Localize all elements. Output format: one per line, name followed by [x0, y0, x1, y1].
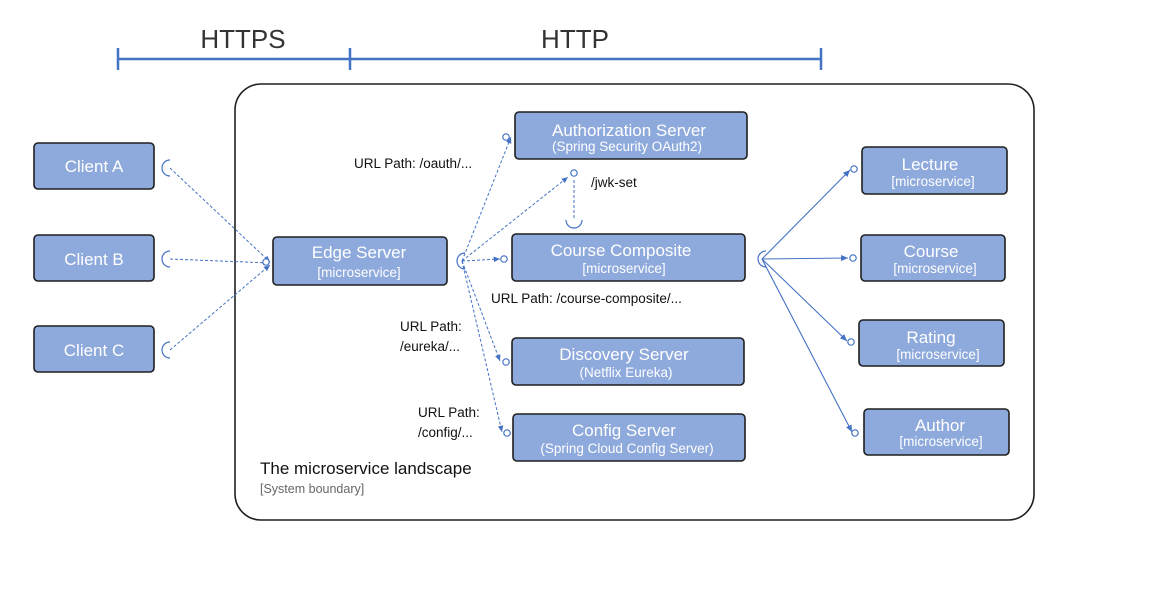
landscape-subtitle: [System boundary]: [260, 482, 364, 496]
client-b-box[interactable]: Client B: [33, 234, 155, 282]
http-label: HTTP: [541, 24, 609, 54]
client-a-box[interactable]: Client A: [33, 142, 155, 190]
system-boundary: [234, 83, 1035, 521]
client-c-label: Client C: [64, 341, 124, 360]
rating-service-title: Rating: [906, 328, 955, 347]
composite-socket: [757, 250, 767, 268]
edge-to-jwk-connection: [461, 176, 569, 262]
edge-server-socket: [456, 252, 466, 270]
composite-to-lecture-connection: [761, 169, 851, 260]
edge-to-config-connection: [461, 260, 504, 433]
client-c-socket: [161, 341, 171, 359]
composite-jwk-socket: [565, 219, 583, 229]
authorization-server-box[interactable]: Authorization Server (Spring Security OA…: [514, 111, 748, 160]
edge-to-discovery-connection: [461, 260, 501, 362]
authorization-server-title: Authorization Server: [552, 121, 706, 140]
course-service-title: Course: [904, 242, 959, 261]
eureka-path-label-line2: /eureka/...: [400, 339, 460, 354]
edge-to-auth-connection: [461, 136, 512, 262]
client-a-label: Client A: [65, 157, 124, 176]
client-a-connection: [169, 167, 271, 263]
client-c-box[interactable]: Client C: [33, 325, 155, 373]
edge-server-interface: [262, 258, 270, 266]
author-service-title: Author: [915, 416, 965, 435]
author-interface: [851, 429, 859, 437]
config-server-title: Config Server: [572, 421, 676, 440]
composite-to-author-connection: [761, 258, 853, 433]
discovery-server-box[interactable]: Discovery Server (Netflix Eureka): [511, 337, 745, 386]
protocol-scale: HTTPS HTTP: [116, 24, 823, 70]
rating-service-box[interactable]: Rating [microservice]: [858, 319, 1005, 367]
edge-server-title: Edge Server: [312, 243, 407, 262]
author-service-subtitle: [microservice]: [899, 434, 982, 449]
rating-service-subtitle: [microservice]: [896, 347, 979, 362]
discovery-interface: [502, 358, 510, 366]
lecture-interface: [850, 165, 858, 173]
discovery-server-subtitle: (Netflix Eureka): [579, 365, 672, 380]
edge-to-composite-connection: [461, 256, 501, 263]
client-b-socket: [161, 250, 171, 268]
author-service-box[interactable]: Author [microservice]: [863, 408, 1010, 456]
lecture-service-subtitle: [microservice]: [891, 174, 974, 189]
connections: [169, 136, 853, 433]
rating-interface: [847, 338, 855, 346]
interface-symbols: [161, 133, 859, 437]
oauth-path-label: URL Path: /oauth/...: [354, 156, 472, 171]
discovery-server-title: Discovery Server: [559, 345, 689, 364]
course-service-box[interactable]: Course [microservice]: [860, 234, 1006, 282]
edge-server-box[interactable]: Edge Server [microservice]: [272, 236, 448, 286]
composite-to-course-connection: [761, 255, 849, 262]
config-path-label-line1: URL Path:: [418, 405, 480, 420]
eureka-path-label-line1: URL Path:: [400, 319, 462, 334]
jwk-interface: [570, 169, 578, 177]
course-composite-subtitle: [microservice]: [582, 261, 665, 276]
path-labels: URL Path: /oauth/... /jwk-set URL Path: …: [354, 156, 682, 440]
composite-interface: [500, 255, 508, 263]
edge-server-subtitle: [microservice]: [317, 265, 400, 280]
lecture-service-box[interactable]: Lecture [microservice]: [861, 146, 1008, 195]
client-a-socket: [161, 159, 171, 177]
jwk-path-label: /jwk-set: [591, 175, 637, 190]
lecture-service-title: Lecture: [902, 155, 959, 174]
composite-path-label: URL Path: /course-composite/...: [491, 291, 682, 306]
client-b-connection: [169, 258, 271, 266]
course-composite-box[interactable]: Course Composite [microservice]: [511, 233, 746, 282]
course-composite-title: Course Composite: [551, 241, 692, 260]
authorization-server-subtitle: (Spring Security OAuth2): [552, 139, 702, 154]
course-service-subtitle: [microservice]: [893, 261, 976, 276]
client-c-connection: [169, 264, 271, 351]
config-path-label-line2: /config/...: [418, 425, 473, 440]
config-server-box[interactable]: Config Server (Spring Cloud Config Serve…: [512, 413, 746, 462]
config-server-subtitle: (Spring Cloud Config Server): [540, 441, 713, 456]
course-interface: [849, 254, 857, 262]
composite-to-rating-connection: [761, 258, 848, 342]
auth-interface: [502, 133, 510, 141]
client-b-label: Client B: [64, 250, 124, 269]
https-label: HTTPS: [200, 24, 285, 54]
landscape-title: The microservice landscape: [260, 459, 472, 478]
config-interface: [503, 429, 511, 437]
